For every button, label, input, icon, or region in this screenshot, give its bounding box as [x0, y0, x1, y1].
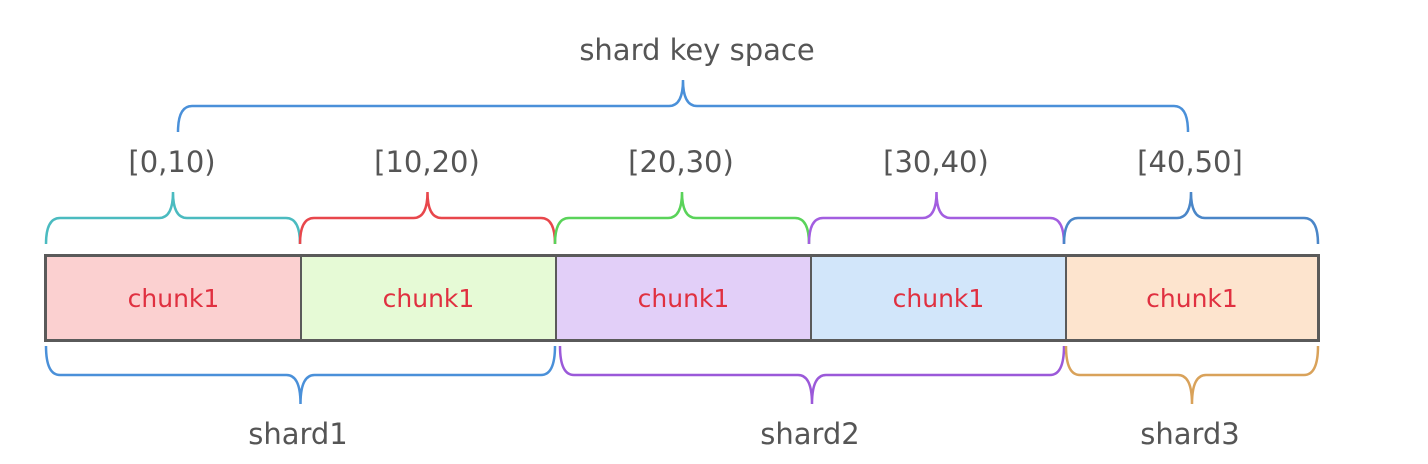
chunk-1: chunk1: [302, 257, 557, 339]
chunk-0: chunk1: [47, 257, 302, 339]
range-brace-3: [807, 191, 1066, 245]
range-label-3: [30,40): [883, 145, 989, 179]
range-label-4: [40,50]: [1137, 145, 1243, 179]
shard-brace-1: [44, 345, 557, 405]
shard-key-space-title: shard key space: [579, 33, 815, 67]
range-label-0: [0,10): [128, 145, 216, 179]
range-brace-2: [553, 191, 811, 245]
chunk-bar: chunk1 chunk1 chunk1 chunk1 chunk1: [44, 254, 1320, 342]
chunk-4: chunk1: [1067, 257, 1317, 339]
chunk-3: chunk1: [812, 257, 1067, 339]
shard-brace-2: [558, 345, 1066, 405]
range-brace-4: [1062, 191, 1320, 245]
title-brace: [176, 79, 1190, 133]
shard-label-2: shard2: [760, 417, 860, 451]
range-label-2: [20,30): [628, 145, 734, 179]
range-label-1: [10,20): [374, 145, 480, 179]
range-brace-0: [44, 191, 302, 245]
chunk-2: chunk1: [557, 257, 812, 339]
shard-brace-3: [1064, 345, 1320, 405]
range-brace-1: [298, 191, 557, 245]
shard-label-1: shard1: [248, 417, 348, 451]
shard-label-3: shard3: [1140, 417, 1240, 451]
